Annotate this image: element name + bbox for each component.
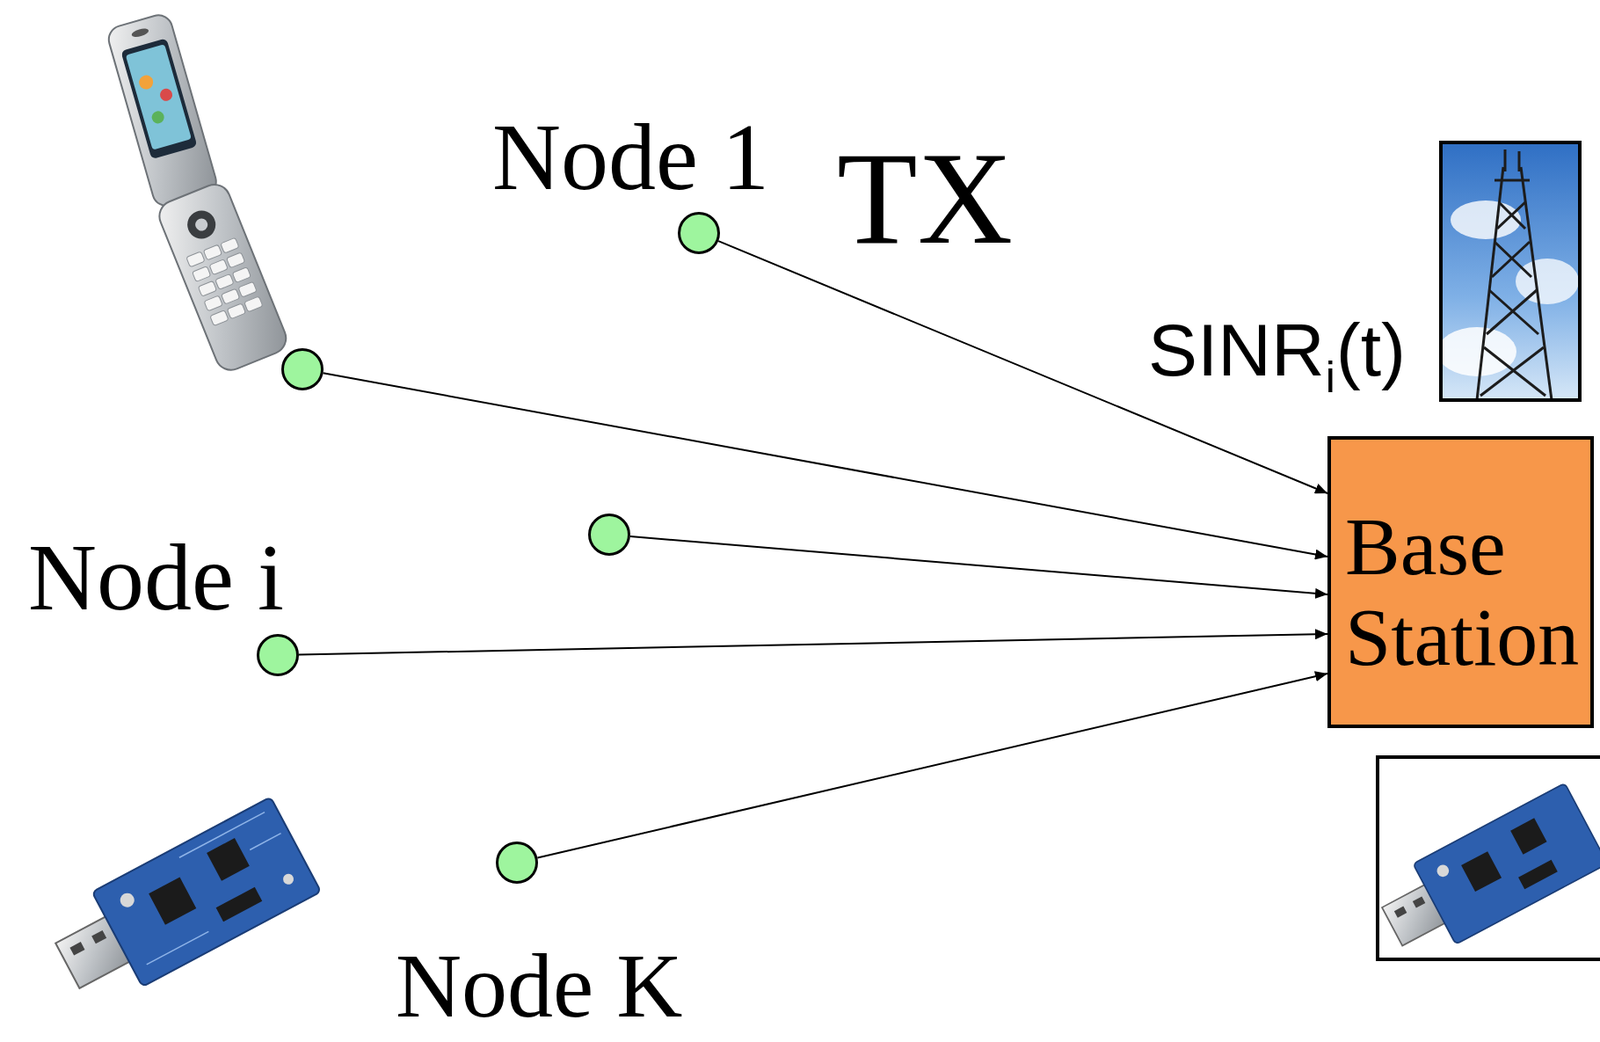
uplink-arrow (630, 536, 1328, 595)
sinr-label: (t) (1336, 309, 1406, 391)
sinr-label: SINR (1148, 309, 1325, 391)
phone-picture (105, 12, 291, 375)
node-label: Node 1 (492, 109, 770, 205)
node-circle (588, 513, 631, 556)
uplink-arrow (323, 372, 1328, 557)
node-circle (281, 348, 324, 391)
node-circle: Node 1 (677, 211, 720, 255)
usb-board-picture (1370, 756, 1600, 968)
uplink-arrow (537, 673, 1328, 859)
node-circle: Node i (256, 633, 299, 677)
node-label: Node i (28, 530, 284, 626)
tower-picture (1437, 142, 1580, 400)
uplink-arrow (718, 240, 1328, 494)
usb-board-picture (42, 796, 321, 1013)
base-station-box: Base Station (1327, 436, 1594, 728)
node-label: Node K (395, 939, 683, 1032)
sinr-label: i (1325, 353, 1336, 402)
box-label: Base Station (1345, 501, 1579, 684)
uplink-arrow (298, 633, 1328, 655)
node-circle: Node K (495, 841, 539, 884)
tx-label: TX (836, 131, 1013, 264)
